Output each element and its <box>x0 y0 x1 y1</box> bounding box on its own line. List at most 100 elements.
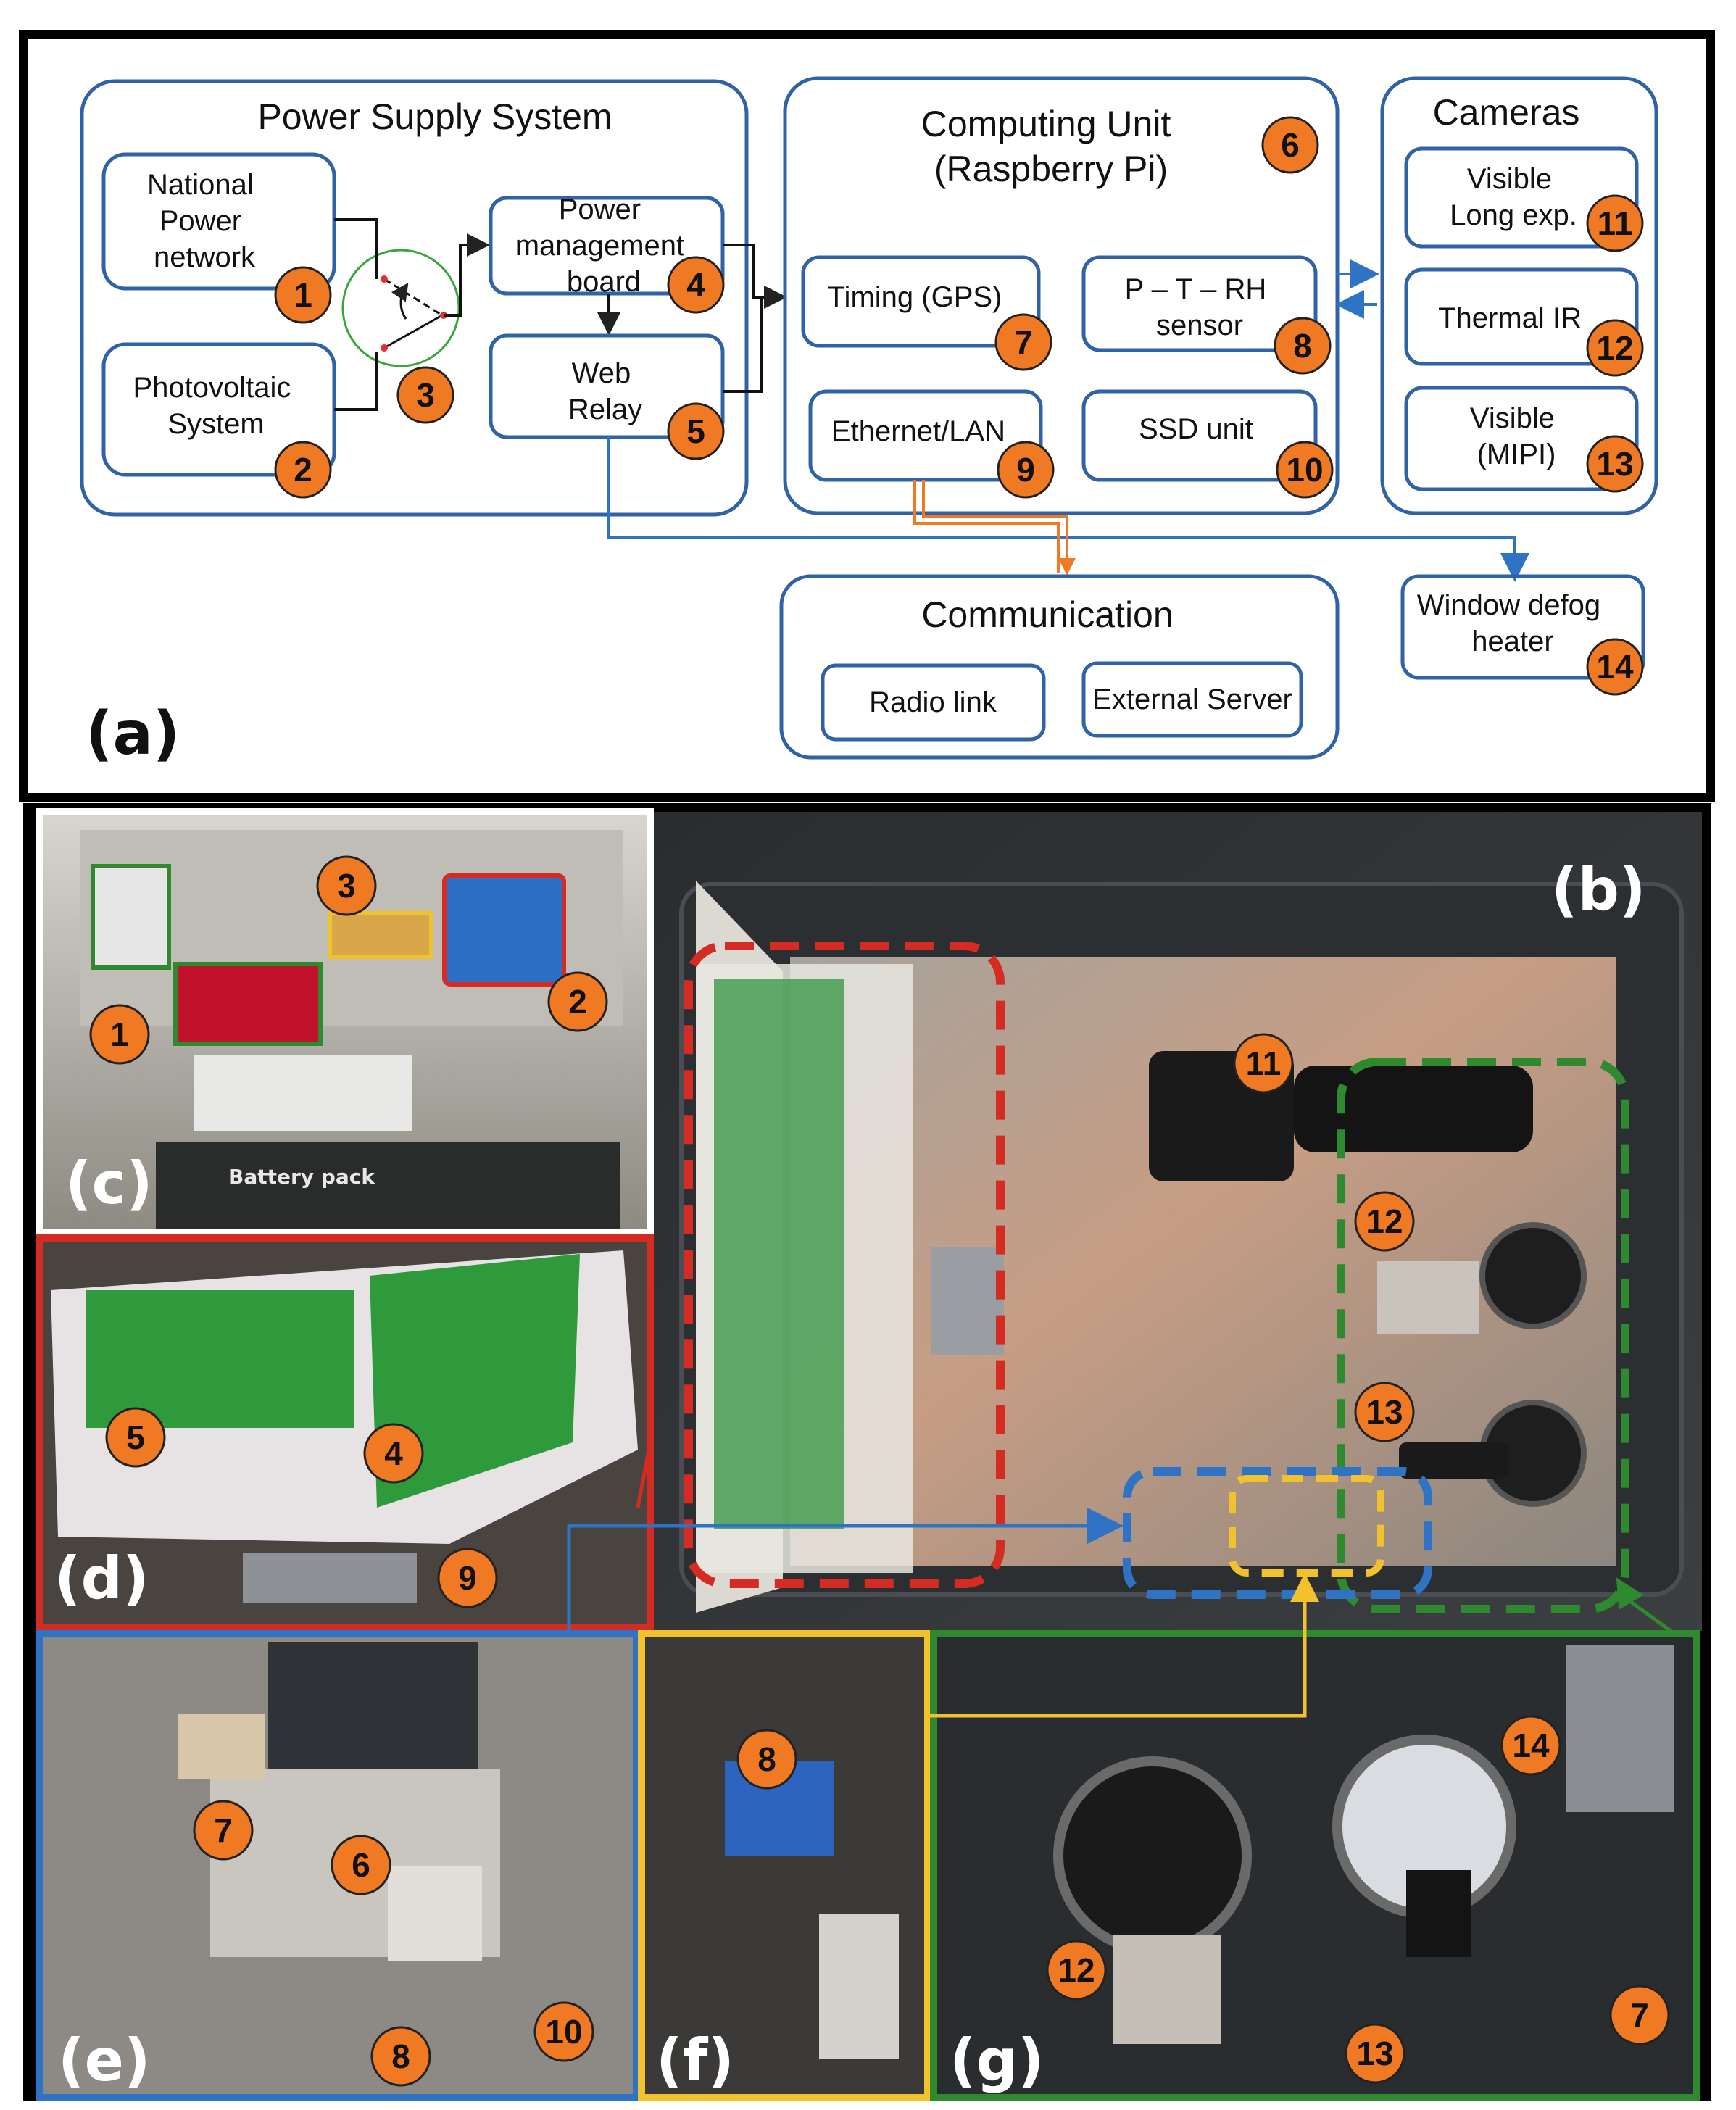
ssd-unit-box <box>1081 389 1318 482</box>
ssd-unit-label: SSD unit <box>1139 413 1253 445</box>
marker-8: 8 <box>1274 317 1332 375</box>
marker-14: 14 <box>1586 638 1644 696</box>
mipi-lens-g <box>1406 1870 1471 1957</box>
radio-link-label: Radio link <box>869 686 997 718</box>
panel-g-photo: (g) 12 13 14 7 <box>930 1630 1700 2101</box>
panel-f-letter: (f) <box>656 2027 734 2094</box>
green-connector <box>1616 1577 1676 1636</box>
visible-long-exp-label: Visible Long exp. <box>1450 163 1577 231</box>
svg-text:13: 13 <box>1366 1393 1403 1431</box>
svg-text:2: 2 <box>568 983 587 1021</box>
panel-e-photo: (e) 6 7 8 10 <box>36 1630 640 2101</box>
relay-board <box>86 1290 354 1428</box>
terminal-block <box>328 911 433 959</box>
svg-text:6: 6 <box>1281 126 1300 164</box>
thermal-camera <box>1377 1261 1479 1334</box>
ethernet-lan-box <box>808 389 1043 482</box>
d-marker-4: 4 <box>363 1423 424 1484</box>
e-marker-6: 6 <box>331 1835 391 1895</box>
marker-3: 3 <box>396 366 454 424</box>
svg-text:8: 8 <box>391 2038 410 2075</box>
visible-mipi-box <box>1404 386 1639 491</box>
power-to-computing-line-2 <box>723 286 787 393</box>
marker-7: 7 <box>994 313 1052 371</box>
power-supply-system: Power Supply System National Power netwo… <box>80 79 749 517</box>
svg-text:2: 2 <box>294 451 312 489</box>
web-relay-label: Web Relay <box>568 357 642 425</box>
panel-b-letter: (b) <box>1551 856 1645 923</box>
breaker-unit <box>91 864 171 970</box>
marker-9: 9 <box>997 441 1055 499</box>
blue-dashed-region <box>1123 1467 1432 1599</box>
panel-b-photo: (b) 11 12 13 <box>651 812 1702 1631</box>
g-marker-13: 13 <box>1345 2023 1405 2084</box>
svg-text:10: 10 <box>1286 451 1323 489</box>
power-supply-title: Power Supply System <box>257 96 612 137</box>
marker-2: 2 <box>274 441 332 499</box>
svg-text:1: 1 <box>110 1015 129 1053</box>
computing-unit-title: Computing Unit (Raspberry Pi) <box>921 104 1181 189</box>
communication-box <box>779 574 1340 760</box>
ptrh-sensor-box <box>1081 255 1318 352</box>
svg-text:3: 3 <box>337 867 356 905</box>
green-pcb <box>714 979 844 1529</box>
visible-long-exp-box <box>1404 146 1639 249</box>
marker-11: 11 <box>1586 194 1644 252</box>
marker-12: 12 <box>1586 319 1644 377</box>
svg-text:8: 8 <box>757 1740 776 1778</box>
svg-text:13: 13 <box>1356 2035 1393 2072</box>
c-marker-2: 2 <box>547 971 608 1032</box>
radio-link-box <box>821 663 1046 742</box>
marker-1: 1 <box>274 266 332 324</box>
svg-text:7: 7 <box>1014 323 1033 361</box>
telephoto-lens <box>1294 1066 1533 1152</box>
marker-5: 5 <box>667 402 725 460</box>
power-supply-box <box>80 79 749 517</box>
national-power-label: National Power network <box>147 169 262 273</box>
c-marker-1: 1 <box>89 1004 150 1065</box>
svg-text:14: 14 <box>1596 648 1634 686</box>
panel-d-letter: (d) <box>54 1545 149 1612</box>
battery-pack <box>156 1142 620 1229</box>
svg-text:12: 12 <box>1058 1951 1095 1989</box>
svg-text:8: 8 <box>1293 327 1312 365</box>
svg-text:4: 4 <box>686 266 705 304</box>
marker-4: 4 <box>667 256 725 314</box>
thermal-ir-box <box>1404 267 1639 366</box>
switch-symbol <box>334 218 490 411</box>
gps-module <box>178 1714 265 1779</box>
thermal-window-g <box>1053 1756 1252 1955</box>
panel-g-letter: (g) <box>950 2027 1044 2094</box>
charge-controller <box>442 873 566 987</box>
panel-c-letter: (c) <box>65 1150 153 1217</box>
cameras-group: Cameras Visible Long exp. Thermal IR Vis… <box>1380 76 1658 515</box>
svg-text:7: 7 <box>1630 1996 1649 2034</box>
svg-text:9: 9 <box>1016 451 1035 489</box>
ethernet-lan-label: Ethernet/LAN <box>831 415 1005 447</box>
e-marker-10: 10 <box>533 2001 594 2062</box>
svg-text:7: 7 <box>214 1811 233 1849</box>
ssd-adapter <box>388 1866 482 1961</box>
panel-a-frame <box>19 30 1715 802</box>
marker-6: 6 <box>1261 116 1319 174</box>
yellow-connector <box>928 1573 1319 1718</box>
green-dashed-region <box>1337 1058 1629 1613</box>
b-marker-11: 11 <box>1233 1033 1294 1094</box>
power-management-label: Power management board <box>515 194 693 298</box>
white-cable <box>819 1914 899 2059</box>
svg-text:14: 14 <box>1512 1727 1550 1764</box>
cameras-title: Cameras <box>1433 92 1580 133</box>
panel-f-photo: (f) 8 <box>638 1630 931 2101</box>
web-relay-box <box>489 333 725 439</box>
svg-text:10: 10 <box>545 2013 582 2051</box>
g-marker-14: 14 <box>1500 1715 1561 1776</box>
svg-text:6: 6 <box>352 1846 370 1884</box>
thermal-camera-g <box>1113 1935 1221 2044</box>
visible-mipi-label: Visible (MIPI) <box>1470 402 1563 470</box>
svg-text:12: 12 <box>1596 329 1633 367</box>
svg-text:13: 13 <box>1596 445 1633 483</box>
panel-a-markers: 1 2 3 4 5 6 7 8 9 10 11 12 13 14 <box>274 116 1644 696</box>
d-marker-9: 9 <box>437 1548 498 1608</box>
svg-text:5: 5 <box>686 412 705 450</box>
battery-pack-caption: Battery pack <box>228 1165 375 1189</box>
